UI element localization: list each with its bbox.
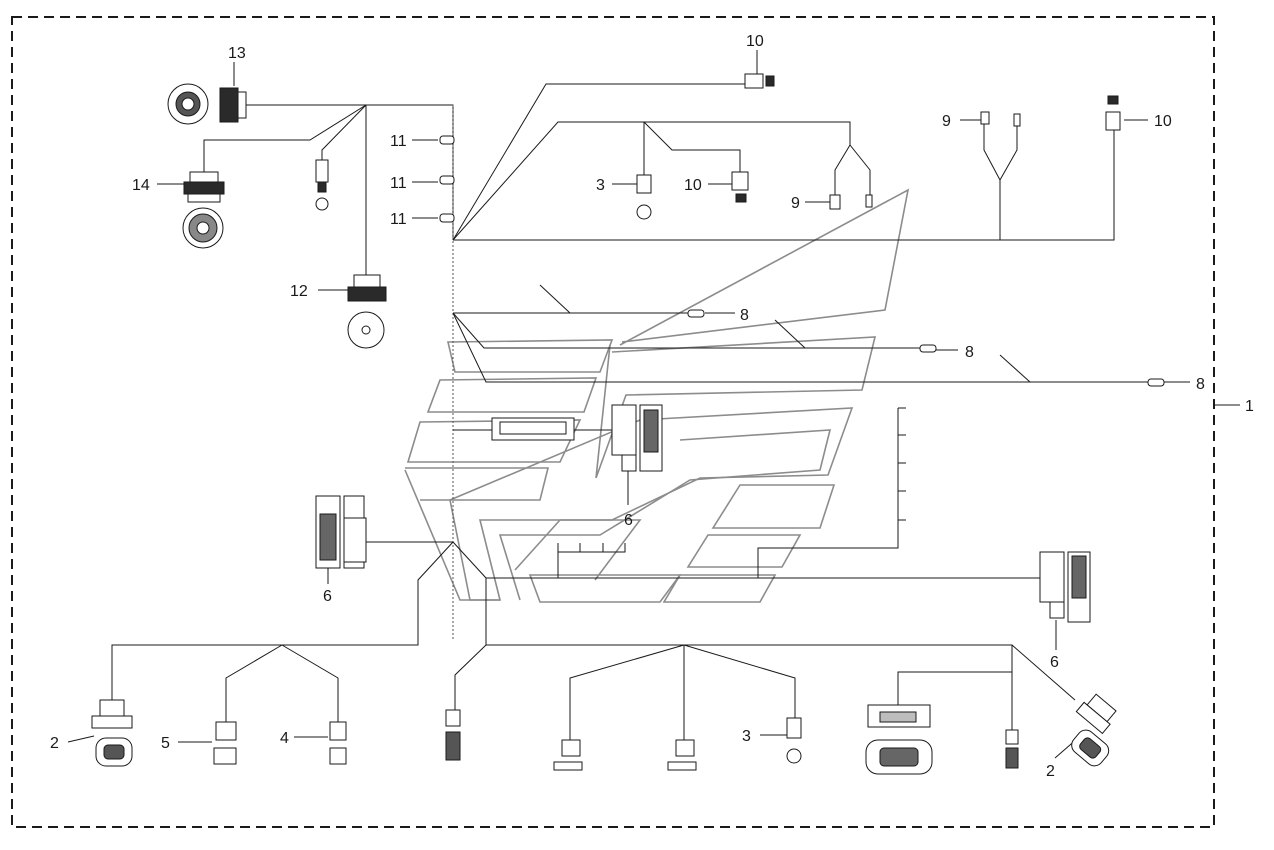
connector-6-middle-icon [491, 404, 663, 472]
callout-1: 1 [1245, 398, 1254, 415]
connector-2-left-icon [91, 699, 133, 767]
callout-2-a: 2 [50, 735, 59, 752]
connector-6-left-icon [315, 495, 367, 569]
callout-labels: 13 14 12 11 11 11 10 3 10 9 9 10 8 8 8 1… [50, 33, 1254, 780]
connector-middle-bottom-icon [445, 709, 461, 761]
connector-2-right-icon [1071, 693, 1117, 767]
callout-5: 5 [161, 735, 170, 752]
callout-9-a: 9 [791, 195, 800, 212]
callout-2-b: 2 [1046, 763, 1055, 780]
callout-13: 13 [228, 45, 246, 62]
leader-lines [67, 50, 1240, 759]
connector-14-icon [182, 171, 225, 249]
connector-12-icon [347, 274, 387, 349]
plug-8-icons [687, 309, 1165, 387]
cab-panel-outlines [404, 188, 910, 603]
callout-10-b: 10 [684, 177, 702, 194]
callout-11-a: 11 [390, 133, 407, 150]
callout-11-b: 11 [390, 175, 407, 192]
callout-8-b: 8 [965, 344, 974, 361]
callout-8-a: 8 [740, 307, 749, 324]
connector-3-upper-icon [636, 174, 652, 220]
connector-4-icon [329, 721, 347, 765]
callout-10-a: 10 [746, 33, 764, 50]
callout-6-a: 6 [624, 512, 633, 529]
callout-3-b: 3 [742, 728, 751, 745]
connector-9-icons [829, 111, 1021, 210]
sensor-11-icons [439, 135, 455, 223]
connector-3-lower-icon [786, 717, 802, 764]
callout-6-b: 6 [323, 588, 332, 605]
relay-10-icons [731, 73, 1121, 203]
callout-9-b: 9 [942, 113, 951, 130]
assembly-frame [11, 16, 1215, 828]
callout-11-c: 11 [390, 211, 407, 228]
connector-6-right-icon [1039, 551, 1091, 623]
temperature-sensor-icon [315, 159, 329, 211]
diagnostic-connector-icon [865, 704, 933, 775]
connector-5-icon [213, 721, 237, 765]
callout-8-c: 8 [1196, 376, 1205, 393]
connector-13-icon [167, 83, 247, 125]
callout-10-c: 10 [1154, 113, 1172, 130]
callout-6-c: 6 [1050, 654, 1059, 671]
relay-bottom-icons [553, 739, 697, 771]
callout-12: 12 [290, 283, 308, 300]
callout-4: 4 [280, 730, 289, 747]
callout-14: 14 [132, 177, 150, 194]
callout-3-a: 3 [596, 177, 605, 194]
connector-right-bottom-icon [1005, 729, 1019, 769]
